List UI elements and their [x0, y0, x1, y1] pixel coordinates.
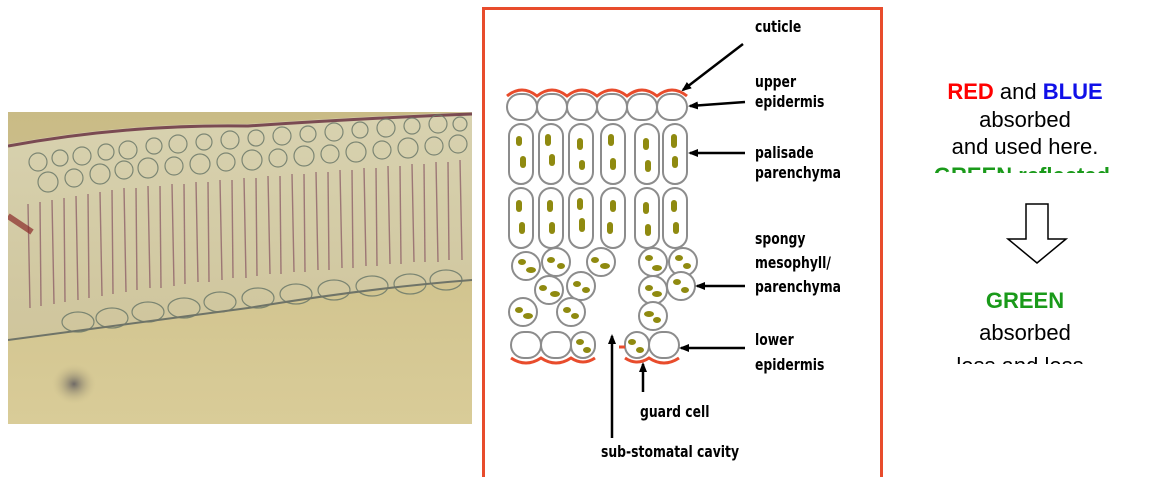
label-guard-cell: guard cell [640, 402, 710, 422]
clipped-bottom-text: less and less [940, 353, 1100, 364]
red-blue-line: RED and BLUE [905, 79, 1145, 105]
label-lower-epidermis: epidermis [755, 355, 824, 375]
clipped-bottom-line: less and less [940, 353, 1100, 364]
micrograph-image [8, 112, 472, 424]
label-palisade-parenchyma: parenchyma [755, 163, 841, 183]
red-word: RED [947, 79, 993, 104]
label-sub-stomatal-cavity: sub-stomatal cavity [601, 442, 739, 462]
down-arrow-outline-icon [1006, 203, 1068, 269]
green-clipped-line: GREEN reflected. [905, 163, 1145, 173]
label-palisade: palisade [755, 143, 814, 163]
leaf-micrograph [8, 112, 472, 424]
label-upper: upper [755, 72, 796, 92]
and-word: and [1000, 79, 1037, 104]
label-spongy-parenchyma: parenchyma [755, 277, 841, 297]
used-here-text: and used here. [905, 134, 1145, 160]
green-word: GREEN [905, 288, 1145, 314]
label-spongy: spongy [755, 229, 805, 249]
green-clipped-text: GREEN reflected. [905, 163, 1145, 173]
label-upper-epidermis: epidermis [755, 92, 824, 112]
leaf-diagram-frame: cuticle upper epidermis palisade parench… [482, 7, 883, 477]
label-mesophyll: mesophyll/ [755, 253, 831, 273]
label-cuticle: cuticle [755, 17, 801, 37]
absorbed-text-2: absorbed [905, 320, 1145, 346]
blue-word: BLUE [1043, 79, 1103, 104]
label-lower: lower [755, 330, 794, 350]
absorbed-text-1: absorbed [905, 107, 1145, 133]
